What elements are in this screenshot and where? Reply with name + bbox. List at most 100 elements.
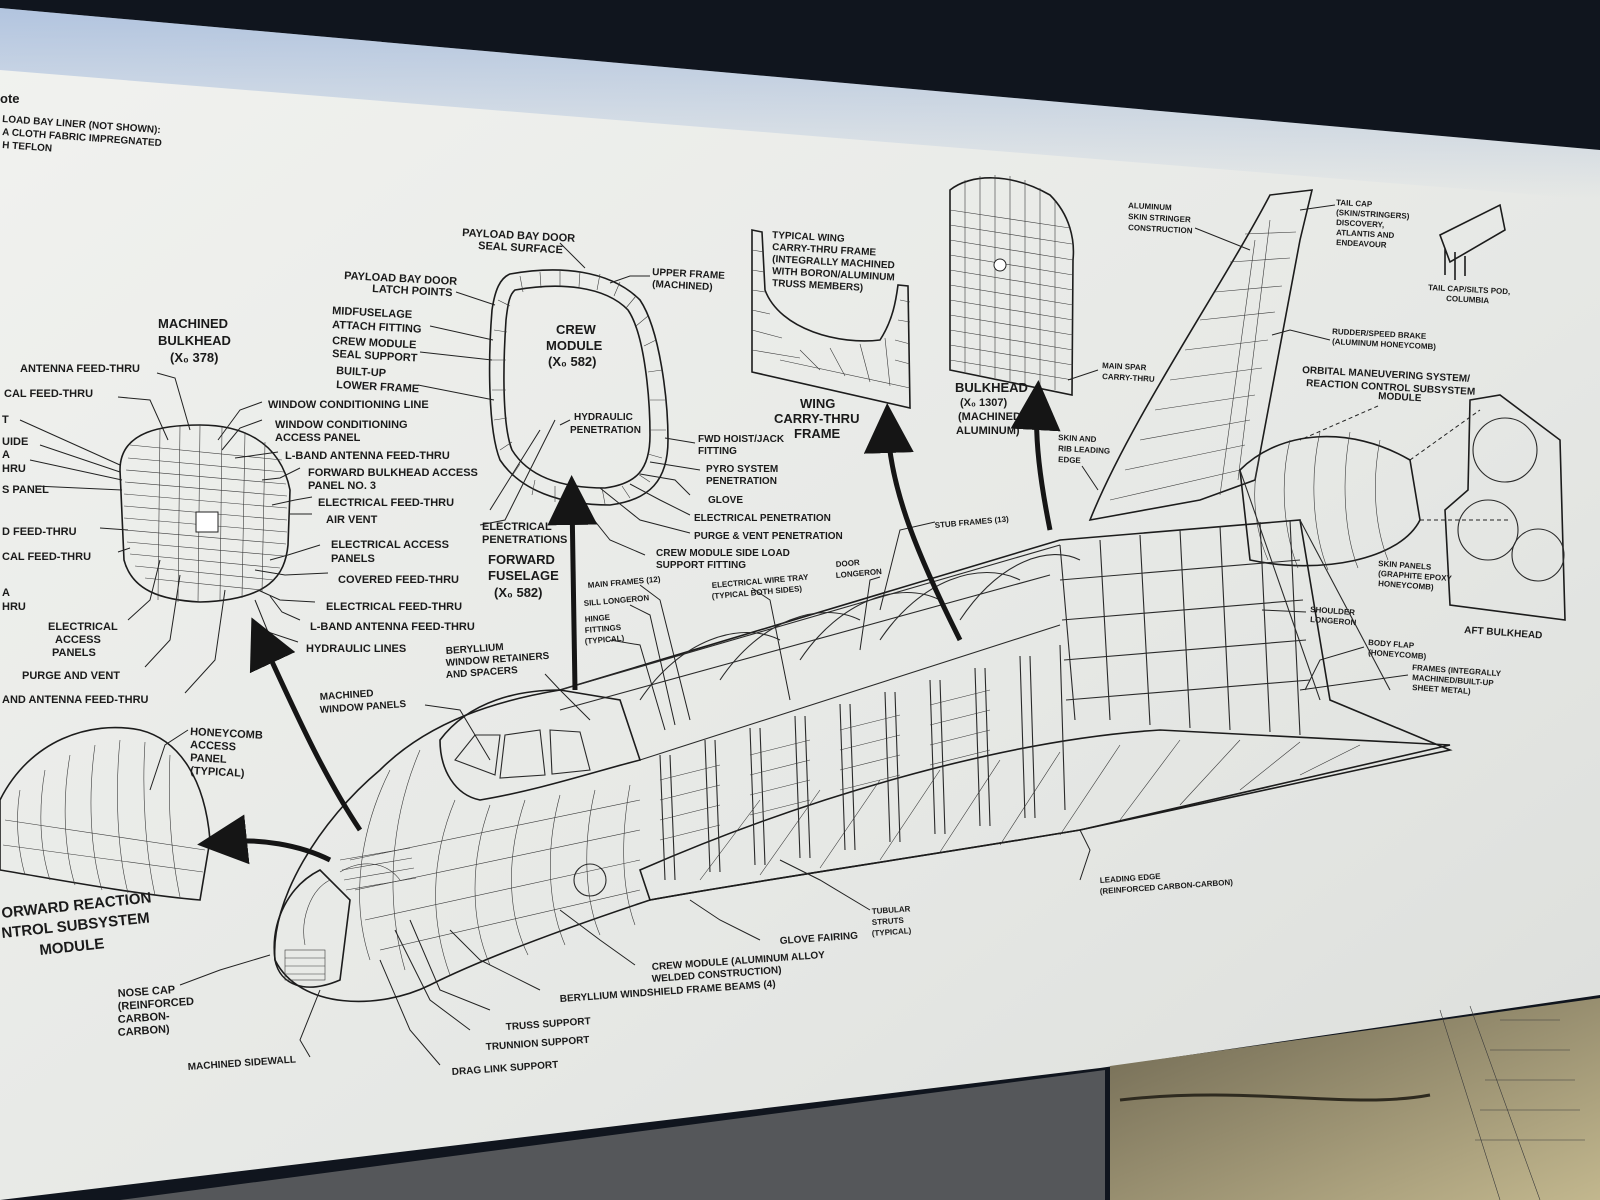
tail-label-7: ATLANTIS AND	[1336, 228, 1395, 240]
nose-rcs-structure	[339, 847, 417, 891]
crew-right-label-6: FITTING	[698, 446, 737, 457]
fuselage-label-fittings: FITTINGS	[584, 623, 622, 635]
aft-bulkhead-engine-port-1	[1472, 417, 1538, 483]
bh378-bottom-label-3: PANELS	[52, 647, 96, 659]
tail-leader-1	[1194, 227, 1251, 251]
oms-label-1: SKIN PANELS	[1378, 559, 1432, 572]
bh378-bottom-label-2: ACCESS	[55, 634, 101, 646]
bh378-bottom-label-4: PURGE AND VENT	[22, 670, 120, 682]
oms-label-3: HONEYCOMB)	[1378, 579, 1434, 592]
fuselage-label-leading-edge: LEADING EDGE	[1100, 872, 1162, 885]
arrow-to-bulkhead-1307	[1010, 380, 1061, 531]
crew-right-label-3: HYDRAULIC	[574, 412, 633, 423]
forward-rcs-outline	[0, 726, 211, 901]
nose-cap-group: NOSE CAP (REINFORCED CARBON- CARBON)	[117, 984, 194, 1039]
fuselage-label-struts: STRUTS	[872, 916, 905, 927]
bh378-left-label-1: ANTENNA FEED-THRU	[20, 363, 140, 375]
forward-rcs-frames	[2, 739, 206, 898]
fuselage-label-hinge: HINGE	[584, 613, 611, 624]
tail-label-12: COLUMBIA	[1446, 294, 1490, 305]
vertical-tail-group: ALUMINUM SKIN STRINGER CONSTRUCTION TAIL…	[1088, 189, 1510, 522]
forward-rcs-leader	[149, 729, 189, 791]
bh1307-label-5: EDGE	[1058, 455, 1082, 465]
bh378-right-label-10: PANELS	[331, 553, 375, 565]
bh1307-label-4: RIB LEADING	[1058, 444, 1110, 456]
crew-module-inner-ring	[503, 285, 651, 489]
crew-module-title-1: CREW	[556, 322, 596, 337]
stub-frames	[639, 554, 1081, 701]
bh378-bottom-label-5: AND ANTENNA FEED-THRU	[2, 694, 149, 706]
machined-bulkhead-title-2: BULKHEAD	[158, 333, 231, 348]
tail-leader-2	[1299, 204, 1336, 211]
machined-bulkhead-title-1: MACHINED	[158, 316, 228, 331]
crew-left-label-10: LOWER FRAME	[336, 379, 420, 395]
crew-module-title-2: MODULE	[546, 338, 603, 353]
orbiter-wing	[639, 729, 1451, 901]
nose-cap-label-1: NOSE CAP	[117, 984, 175, 1000]
crew-bottom-label-1: ELECTRICAL	[482, 521, 552, 533]
vertical-tail-ribs	[1109, 219, 1297, 501]
fuselage-label-beryllium: BERYLLIUM	[445, 642, 504, 657]
arrow-to-bulkhead-378	[249, 617, 363, 832]
arrow-to-wing-frame	[863, 403, 963, 642]
wing-carry-thru-frame	[751, 229, 911, 410]
oms-explode-lines	[1409, 409, 1510, 521]
crew-module-group: CREW MODULE (X₀ 582) PAYLOAD BAY DOOR SE…	[332, 227, 843, 600]
bh378-right-label-5: FORWARD BULKHEAD ACCESS	[308, 467, 478, 479]
crew-left-label-8: SEAL SUPPORT	[332, 348, 418, 364]
explode-arrows	[197, 380, 1061, 865]
oms-pod-frames	[1254, 431, 1389, 571]
bh1307-title-2: (X₀ 1307)	[960, 397, 1007, 409]
bh378-right-label-7: ELECTRICAL FEED-THRU	[318, 497, 454, 509]
crew-left-label-4: LATCH POINTS	[372, 283, 453, 299]
crew-right-label-9: GLOVE	[708, 495, 743, 506]
tail-label-8: ENDEAVOUR	[1336, 238, 1387, 250]
fuselage-label-struts-typical: (TYPICAL)	[872, 926, 912, 938]
machined-bulkhead-group: MACHINED BULKHEAD (X₀ 378) ANTENNA FEED-…	[2, 316, 478, 706]
bh378-left-label-2: CAL FEED-THRU	[4, 388, 93, 400]
oms-label-11: SHEET METAL)	[1412, 683, 1471, 696]
lower-gray-panel	[120, 1070, 1105, 1200]
bh378-left-label-4: UIDE	[2, 436, 28, 448]
fuselage-label-tubular: TUBULAR	[872, 904, 911, 916]
fuselage-label-spacers: AND SPACERS	[445, 665, 518, 681]
forward-rcs-label-1: HONEYCOMB	[190, 726, 263, 742]
oms-label-8: (HONEYCOMB)	[1368, 648, 1427, 661]
forward-rcs-label-2: ACCESS	[190, 739, 236, 753]
aft-fuselage-frames	[1059, 469, 1391, 736]
forward-fuselage-title-1: FORWARD	[488, 552, 555, 567]
oms-label-4: AFT BULKHEAD	[1464, 625, 1543, 641]
note-title: ote	[0, 91, 20, 106]
cockpit-canopy	[439, 689, 642, 801]
wing-frame-title-2: CARRY-THRU	[774, 411, 859, 426]
wing-frame-desc-2: CARRY-THRU FRAME	[772, 242, 877, 258]
bulkhead-1307-group: BULKHEAD (X₀ 1307) (MACHINED ALUMINUM) M…	[949, 175, 1155, 491]
orbiter-sill-line	[559, 544, 1061, 761]
skin-rib-leader	[1081, 465, 1099, 491]
fuselage-leaders	[179, 521, 1091, 1066]
crew-left-label-7: CREW MODULE	[332, 335, 417, 351]
tail-label-5: (SKIN/STRINGERS)	[1336, 208, 1410, 221]
crew-left-label-2: SEAL SURFACE	[478, 240, 563, 256]
bh1307-title-4: ALUMINUM)	[956, 425, 1020, 437]
bh378-left-label-10: A	[2, 587, 10, 599]
arrow-to-crew-module	[547, 475, 598, 691]
vertical-tail-outline	[1088, 189, 1314, 522]
bh1307-label-2: CARRY-THRU	[1102, 372, 1155, 384]
bh378-right-label-8: AIR VENT	[326, 514, 378, 526]
bh378-left-label-7: S PANEL	[2, 484, 49, 496]
bh378-right-label-9: ELECTRICAL ACCESS	[331, 539, 449, 551]
oms-dashed-leader	[1299, 405, 1379, 441]
nose-cap-label-3: CARBON-	[117, 1010, 170, 1026]
crew-module-hatch	[573, 863, 607, 897]
bh1307-leader	[1067, 369, 1099, 381]
crew-left-label-9: BUILT-UP	[336, 365, 386, 380]
crew-right-label-13: SUPPORT FITTING	[656, 560, 746, 571]
bh378-left-label-11: HRU	[2, 601, 26, 613]
crew-right-label-10: ELECTRICAL PENETRATION	[694, 513, 831, 524]
bulkhead-1307-stiffeners	[949, 175, 1074, 390]
bh378-right-label-3: ACCESS PANEL	[275, 432, 361, 444]
bh1307-title-1: BULKHEAD	[955, 380, 1028, 395]
bh378-left-label-9: CAL FEED-THRU	[2, 551, 91, 563]
